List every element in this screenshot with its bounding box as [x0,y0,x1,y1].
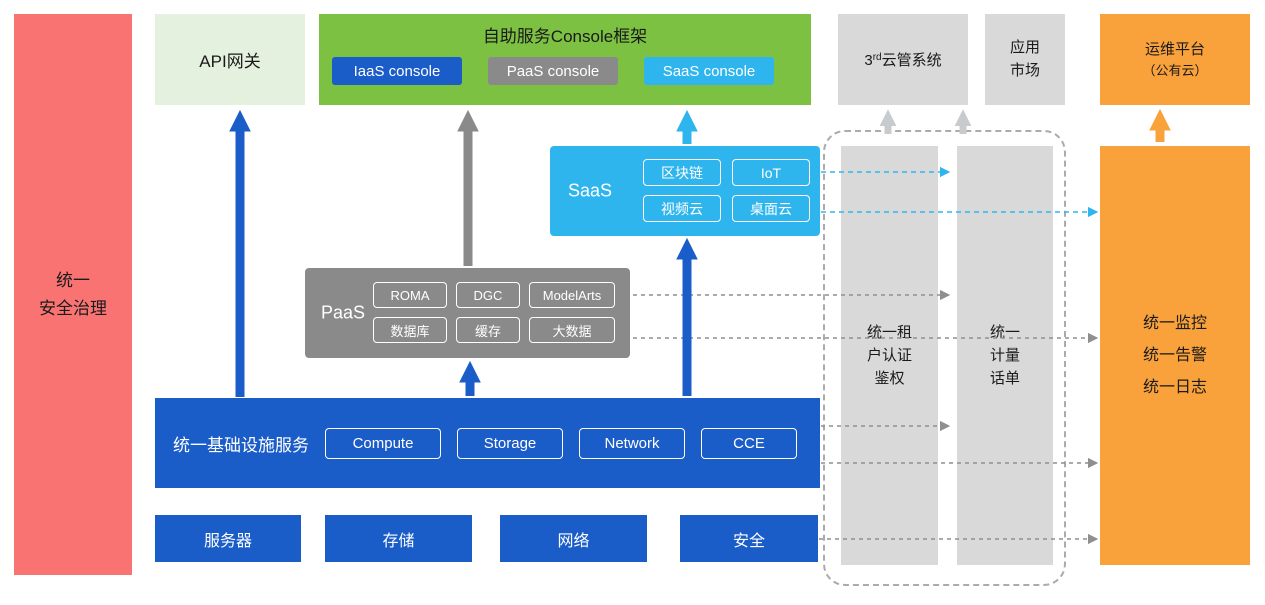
third-party-cloud-mgmt-box: 3rd云管系统 [838,14,968,105]
security-governance-bar: 统一 安全治理 [14,14,132,575]
monitor-bar: 统一监控 统一告警 统一日志 [1100,146,1250,565]
resource-security-box: 安全 [680,515,818,562]
third-cloud-rest: 云管系统 [881,52,942,69]
saas-item-iot: IoT [732,159,810,186]
paas-item-database: 数据库 [373,317,447,343]
pipeline-dashed-container [823,130,1066,586]
saas-item-desktop-cloud: 桌面云 [732,195,810,222]
ops-platform-label-line1: 运维平台 [1144,40,1205,58]
paas-console-button: PaaS console [488,57,618,85]
metering-label: 统一 计量 话单 [989,323,1020,388]
paas-item-cache: 缓存 [456,317,520,343]
iaas-item-cce: CCE [701,427,797,459]
iaas-bar: 统一基础设施服务 Compute Storage Network CCE [155,398,820,488]
saas-label: SaaS [568,180,613,201]
paas-box: PaaS ROMA DGC ModelArts 数据库 缓存 大数据 [305,268,630,358]
iaas-item-network: Network [579,427,685,459]
paas-item-roma: ROMA [373,282,447,308]
paas-item-bigdata: 大数据 [529,317,615,343]
api-gateway-box: API网关 [155,14,305,105]
console-buttons-row: IaaS console PaaS console SaaS console [319,57,811,85]
app-market-label: 应用 市场 [1009,39,1040,79]
third-cloud-prefix: 3 [864,52,873,69]
console-frame-title: 自助服务Console框架 [482,27,648,46]
security-governance-label: 统一 安全治理 [39,271,107,318]
third-cloud-superscript: rd [872,52,882,63]
console-frame: 自助服务Console框架 IaaS console PaaS console … [319,14,811,105]
paas-label: PaaS [321,302,366,323]
resource-network-box: 网络 [500,515,647,562]
app-market-box: 应用 市场 [985,14,1065,105]
ops-platform-label-line2: （公有云） [1142,63,1208,78]
paas-item-modelarts: ModelArts [529,282,615,308]
saas-console-button: SaaS console [644,57,774,85]
iaas-item-compute: Compute [325,427,441,459]
resource-server-box: 服务器 [155,515,301,562]
metering-column: 统一 计量 话单 [957,146,1053,565]
paas-item-dgc: DGC [456,282,520,308]
paas-items-grid: ROMA DGC ModelArts 数据库 缓存 大数据 [373,282,615,343]
saas-box: SaaS 区块链 IoT 视频云 桌面云 [550,146,820,236]
saas-item-video-cloud: 视频云 [643,195,721,222]
ops-platform-box: 运维平台 （公有云） [1100,14,1250,105]
iaas-item-storage: Storage [457,427,563,459]
resource-storage-box: 存储 [325,515,472,562]
third-party-cloud-mgmt-label: 3rd云管系统 [864,49,941,70]
monitor-label: 统一监控 统一告警 统一日志 [1142,314,1207,396]
saas-item-blockchain: 区块链 [643,159,721,186]
saas-items-grid: 区块链 IoT 视频云 桌面云 [643,159,810,222]
tenant-auth-label: 统一租 户认证 鉴权 [866,323,912,388]
iaas-console-button: IaaS console [332,57,462,85]
api-gateway-label: API网关 [199,52,261,71]
tenant-auth-column: 统一租 户认证 鉴权 [841,146,938,565]
iaas-label: 统一基础设施服务 [173,435,309,455]
